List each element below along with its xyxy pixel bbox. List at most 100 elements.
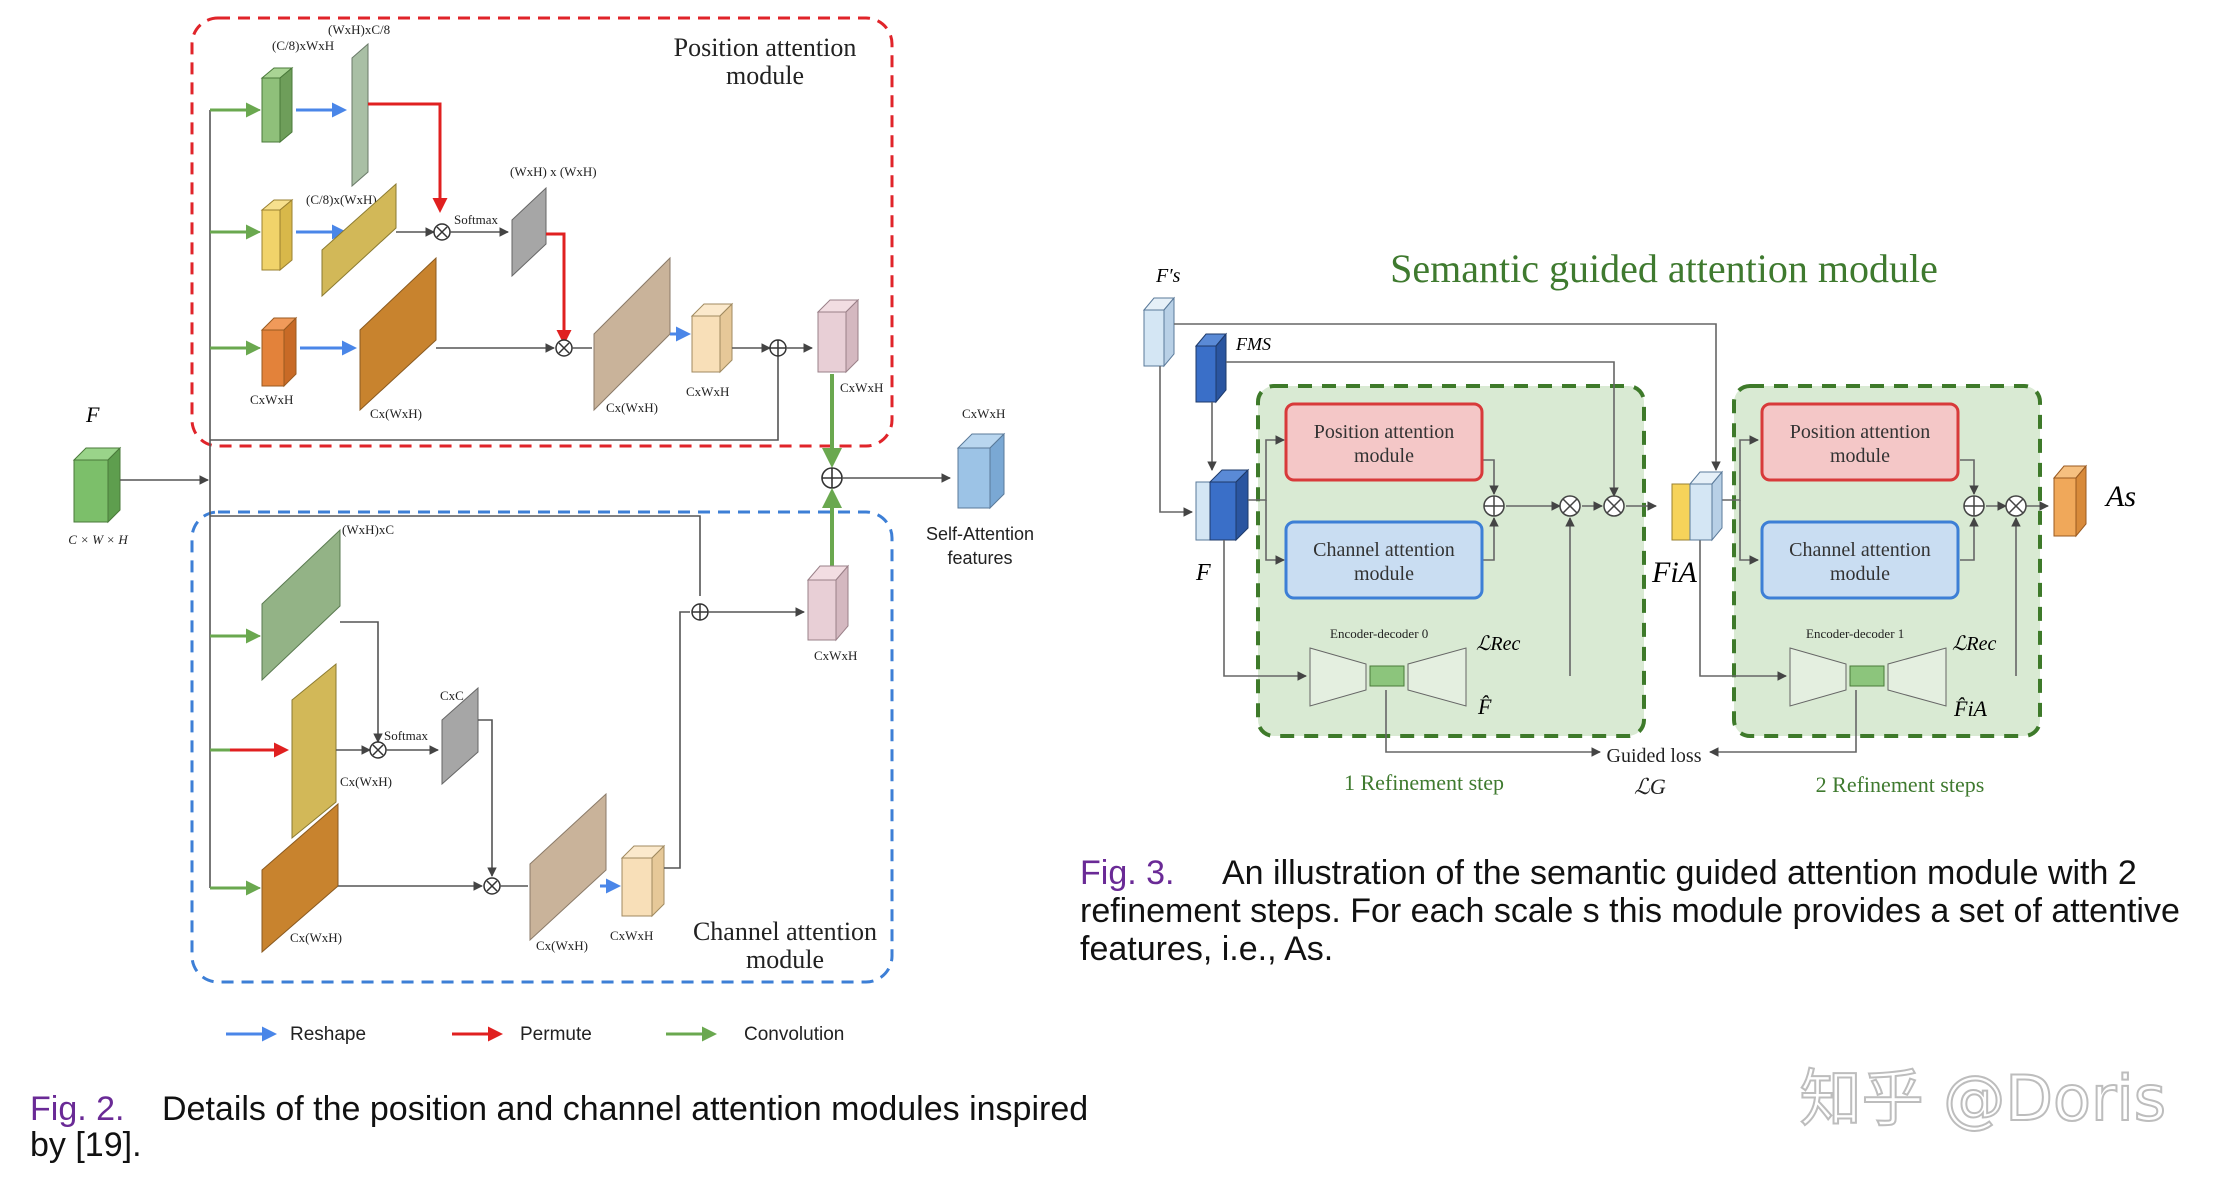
pos-attention-box-1 — [1284, 402, 1484, 482]
pos-attention-box-2-text: Position attention — [1790, 421, 1931, 443]
pos-out1-dim: Cx(WxH) — [606, 400, 658, 415]
watermark: 知乎 @Doris — [1800, 1062, 2166, 1135]
ch-attention-box-1-text-2: module — [1354, 563, 1414, 585]
ch-b-slab — [291, 662, 337, 840]
ch-attention-box-1-text: Channel attention — [1313, 539, 1455, 561]
position-module-border — [190, 16, 894, 448]
legend-convolution: Convolution — [744, 1024, 844, 1045]
pos-v-dim: CxWxH — [250, 392, 293, 407]
pos-attention-box-2-text-2: module — [1830, 445, 1890, 467]
fhat: F̂ — [1477, 694, 1492, 719]
pos-out-slab — [593, 256, 671, 412]
encoder-0 — [1309, 647, 1367, 707]
position-module-title-2: module — [726, 61, 804, 90]
ch-att-dim: CxC — [440, 688, 464, 703]
f-label: F — [1195, 560, 1211, 586]
legend-permute: Permute — [520, 1024, 592, 1045]
ch-final-cube — [806, 564, 850, 642]
pos-softmax: Softmax — [454, 212, 499, 227]
lrec-1: ℒRec — [1476, 633, 1520, 655]
encoder-1 — [1789, 647, 1847, 707]
ch-final-dim: CxWxH — [814, 648, 857, 663]
ch-attention-box-2 — [1760, 520, 1960, 600]
ch-b-dim: Cx(WxH) — [340, 774, 392, 789]
pos-att-dim: (WxH) x (WxH) — [510, 164, 597, 179]
pos-attention-box-1-text: Position attention — [1314, 421, 1455, 443]
pos-k-slab — [321, 182, 397, 298]
pos-v-slab — [359, 256, 437, 412]
ch-a-dim: (WxH)xC — [342, 522, 394, 537]
pos-attention-box-1-text-2: module — [1354, 445, 1414, 467]
ch-attention-box-1 — [1284, 520, 1484, 600]
decoder-1 — [1887, 647, 1947, 707]
pos-v-cube — [260, 316, 298, 388]
fig3-caption-line1: An illustration of the semantic guided a… — [1222, 854, 2137, 892]
ch-out-slab — [529, 792, 607, 942]
fig2-diagram: Position attention module Channel attent… — [30, 16, 1088, 1164]
as-cube — [2052, 464, 2088, 538]
ch-out2-dim: CxWxH — [610, 928, 653, 943]
encoder-decoder-0: Encoder-decoder 0 — [1330, 626, 1428, 641]
fs-label: F′s — [1155, 265, 1181, 287]
fig2-caption-no: Fig. 2. — [30, 1090, 124, 1128]
pos-final-dim: CxWxH — [840, 380, 883, 395]
input-dim: C × W × H — [68, 532, 128, 547]
self-attention-cube — [956, 432, 1006, 510]
ch-a-slab — [261, 528, 341, 682]
step1-label: 1 Refinement step — [1344, 770, 1504, 795]
ch-c-dim: Cx(WxH) — [290, 930, 342, 945]
channel-module-title: Channel attention — [693, 917, 877, 946]
pos-k-dim: (C/8)x(WxH) — [306, 192, 377, 207]
fms-label: FMS — [1235, 334, 1271, 354]
ch-softmax: Softmax — [384, 728, 429, 743]
ch-att-slab — [441, 686, 479, 786]
ch-attention-box-2-text-2: module — [1830, 563, 1890, 585]
encoder-decoder-1: Encoder-decoder 1 — [1806, 626, 1904, 641]
input-cube — [72, 446, 122, 524]
step2-label: 2 Refinement steps — [1816, 772, 1985, 797]
fig2-caption-line1: Details of the position and channel atte… — [162, 1090, 1088, 1128]
sa-dim: CxWxH — [962, 406, 1005, 421]
fig3-title: Semantic guided attention module — [1390, 246, 1938, 291]
pos-v2-dim: Cx(WxH) — [370, 406, 422, 421]
guided-loss: Guided loss — [1607, 745, 1702, 767]
pos-final-cube — [816, 298, 860, 374]
bottleneck-0 — [1369, 665, 1405, 687]
fs-cube — [1142, 296, 1176, 368]
legend: Reshape Permute Convolution — [226, 1024, 844, 1045]
legend-reshape: Reshape — [290, 1024, 366, 1045]
self-attention-label-2: features — [947, 548, 1012, 568]
pos-attention-box-2 — [1760, 402, 1960, 482]
fig2-caption-line2: by [19]. — [30, 1126, 142, 1164]
pos-att-slab — [511, 186, 547, 278]
lrec-2: ℒRec — [1952, 633, 1996, 655]
as-label: As — [2104, 480, 2136, 513]
pos-k-cube — [260, 198, 294, 272]
lg: ℒG — [1634, 774, 1666, 799]
f-cube — [1195, 468, 1250, 542]
fahat: F̂iA — [1953, 696, 1988, 721]
channel-module-title-2: module — [746, 945, 824, 974]
input-label: F — [85, 402, 100, 427]
fig3-diagram: Semantic guided attention module F′s FMS… — [1080, 246, 2180, 968]
decoder-0 — [1407, 647, 1467, 707]
ch-out-cube — [620, 844, 666, 918]
fms-cube — [1194, 332, 1228, 404]
fa-label: FiA — [1651, 556, 1698, 589]
pos-out2-dim: CxWxH — [686, 384, 729, 399]
fa-cube — [1671, 470, 1724, 542]
fig3-caption-line3: features, i.e., As. — [1080, 930, 1333, 968]
pos-q-cube — [260, 66, 294, 144]
pos-out-cube — [690, 302, 734, 374]
ch-out1-dim: Cx(WxH) — [536, 938, 588, 953]
fig3-caption-line2: refinement steps. For each scale s this … — [1080, 892, 2180, 930]
position-module-title: Position attention — [674, 33, 857, 62]
pos-qt-slab — [351, 42, 369, 188]
channel-module-border — [190, 510, 894, 984]
ch-attention-box-2-text: Channel attention — [1789, 539, 1931, 561]
pos-q-dim: (C/8)xWxH — [272, 38, 334, 53]
fig3-caption-no: Fig. 3. — [1080, 854, 1174, 892]
bottleneck-1 — [1849, 665, 1885, 687]
self-attention-label: Self-Attention — [926, 524, 1034, 544]
